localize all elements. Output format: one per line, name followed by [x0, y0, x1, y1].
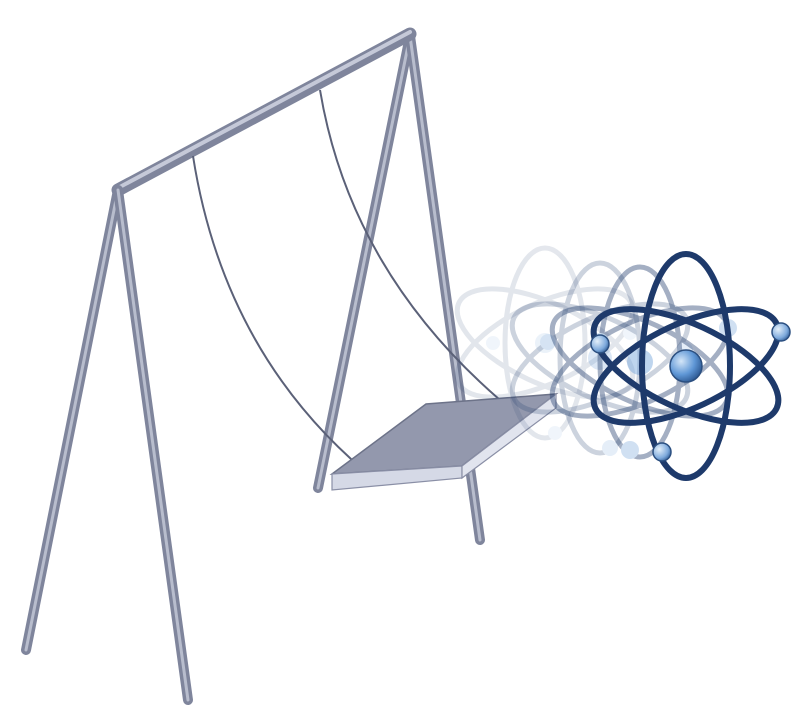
atom-trail — [454, 245, 791, 481]
seat-side — [461, 392, 557, 480]
swing-ropes — [192, 89, 501, 483]
rope-right — [319, 89, 501, 401]
rope-left — [192, 155, 379, 483]
nucleus — [669, 349, 703, 383]
electron-3 — [652, 442, 672, 462]
orbit-1 — [590, 306, 782, 426]
swing-seat — [329, 392, 559, 491]
swing-frame — [21, 27, 485, 705]
atom-main — [590, 251, 791, 481]
orbit-3 — [639, 251, 733, 481]
electron-1 — [590, 334, 610, 354]
electron-2 — [771, 322, 791, 342]
